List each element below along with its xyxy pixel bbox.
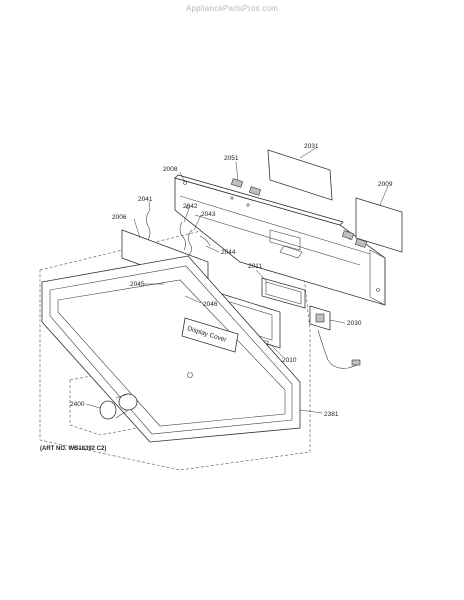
leader-lines xyxy=(85,147,389,414)
part-label-2030: 2030 xyxy=(347,320,362,327)
watermark: AppliancePartsPros.com xyxy=(186,4,278,13)
part-label-2006: 2006 xyxy=(112,214,127,221)
part-label-2044: 2044 xyxy=(221,249,236,256)
sensor-2030 xyxy=(309,305,361,369)
control-panel-frame xyxy=(174,174,386,306)
control-knob-2400 xyxy=(99,393,138,420)
part-label-2045: 2045 xyxy=(130,281,145,288)
display-window-2011 xyxy=(261,277,306,309)
part-label-2046: 2046 xyxy=(203,301,218,308)
part-label-2011: 2011 xyxy=(248,263,262,270)
front-control-panel-2381 xyxy=(41,255,301,443)
part-label-2042: 2042 xyxy=(183,203,198,210)
part-label-2051: 2051 xyxy=(224,155,239,162)
part-label-2381: 2381 xyxy=(324,411,339,418)
display-cover-tag xyxy=(181,317,239,353)
circuit-board-2009 xyxy=(355,197,403,253)
part-label-2400: 2400 xyxy=(70,401,85,408)
part-label-2008: 2008 xyxy=(163,166,178,173)
circuit-board-2031 xyxy=(267,149,333,201)
art-number: (ART NO. WB18392 C2) xyxy=(40,446,106,452)
part-label-2010: 2010 xyxy=(282,357,297,364)
part-label-2031: 2031 xyxy=(304,143,319,150)
part-label-2009: 2009 xyxy=(378,181,393,188)
connector-2051 xyxy=(230,178,368,248)
part-label-2041: 2041 xyxy=(138,196,153,203)
part-label-2043: 2043 xyxy=(201,211,216,218)
